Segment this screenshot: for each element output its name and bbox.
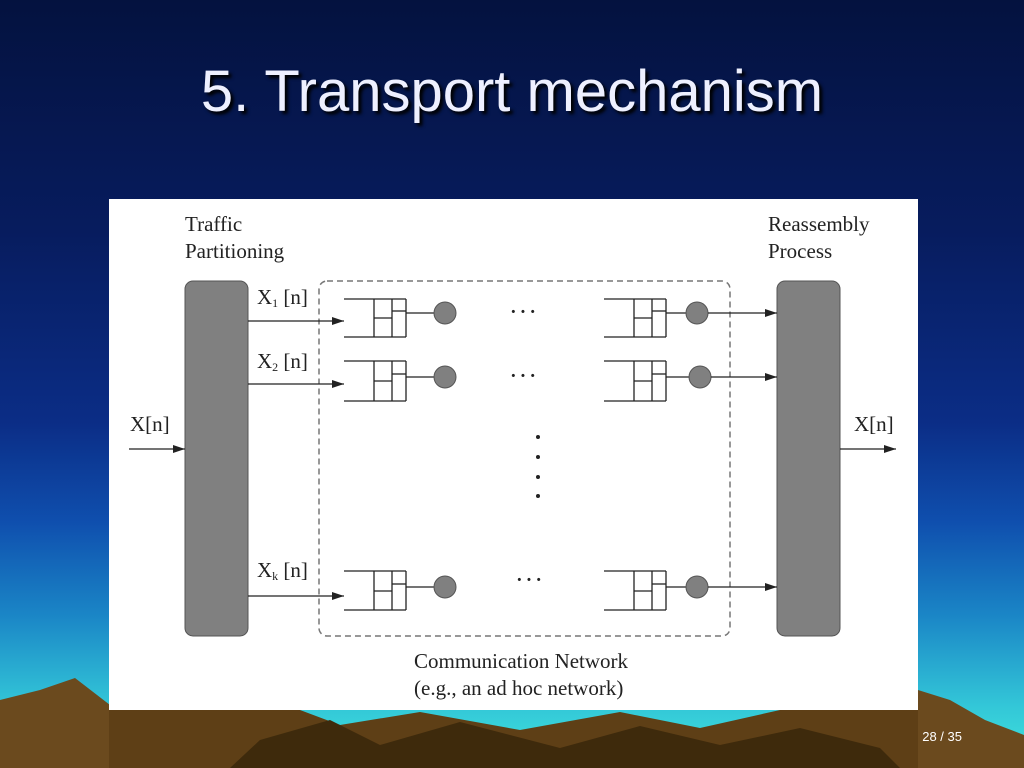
stream-2-label: X2 [n] bbox=[257, 349, 308, 375]
queue-2a bbox=[344, 360, 407, 402]
network-caption-line-1: Communication Network bbox=[414, 649, 629, 673]
reassembly-label-line-1: Reassembly bbox=[768, 212, 870, 236]
node-2a bbox=[433, 365, 457, 389]
stream-k-index: k bbox=[272, 569, 279, 583]
reassembly-process-block bbox=[776, 280, 841, 637]
ellipsis-row-2: ··· bbox=[509, 361, 538, 390]
node-kb bbox=[685, 575, 709, 599]
transport-diagram bbox=[129, 280, 896, 637]
network-caption-line-2: (e.g., an ad hoc network) bbox=[414, 676, 624, 700]
stream-2-symbol: X bbox=[257, 349, 273, 373]
diagram-panel: Traffic Partitioning Reassembly Process … bbox=[109, 199, 918, 710]
queue-2b bbox=[604, 360, 667, 402]
stream-2-index: 2 bbox=[272, 360, 279, 374]
traffic-partitioning-label: Traffic Partitioning bbox=[185, 211, 284, 265]
page-number: 28 / 35 bbox=[922, 729, 962, 744]
stream-k-suffix: [n] bbox=[283, 558, 308, 582]
output-signal-label: X[n] bbox=[854, 412, 894, 436]
queue-ka bbox=[344, 570, 407, 611]
traffic-partitioning-block bbox=[184, 280, 249, 637]
ellipsis-row-k: ··· bbox=[515, 565, 544, 594]
reassembly-label-line-2: Process bbox=[768, 239, 833, 263]
mountain-left bbox=[0, 678, 110, 768]
communication-network-boundary bbox=[318, 280, 731, 637]
vertical-ellipsis bbox=[536, 435, 540, 498]
traffic-label-line-1: Traffic bbox=[185, 212, 243, 236]
traffic-label-line-2: Partitioning bbox=[185, 239, 285, 263]
queue-1b bbox=[604, 298, 667, 338]
node-1a bbox=[433, 301, 457, 325]
stream-1-symbol: X bbox=[257, 285, 273, 309]
mountain-right bbox=[918, 690, 1024, 768]
node-1b bbox=[685, 301, 709, 325]
node-ka bbox=[433, 575, 457, 599]
stream-1-index: 1 bbox=[272, 296, 279, 310]
queue-kb bbox=[604, 570, 667, 611]
input-signal-label: X[n] bbox=[130, 412, 170, 436]
network-caption: Communication Network (e.g., an ad hoc n… bbox=[414, 648, 628, 702]
node-2b bbox=[688, 365, 712, 389]
queue-1a bbox=[344, 298, 407, 338]
ellipsis-row-1: ··· bbox=[509, 297, 538, 326]
stream-1-label: X1 [n] bbox=[257, 285, 308, 311]
mountain-shade bbox=[230, 720, 900, 768]
stream-1-suffix: [n] bbox=[283, 285, 308, 309]
stream-k-label: Xk [n] bbox=[257, 558, 308, 584]
reassembly-process-label: Reassembly Process bbox=[768, 211, 869, 265]
stream-k-symbol: X bbox=[257, 558, 273, 582]
slide-title: 5. Transport mechanism bbox=[200, 59, 824, 124]
stream-2-suffix: [n] bbox=[283, 349, 308, 373]
